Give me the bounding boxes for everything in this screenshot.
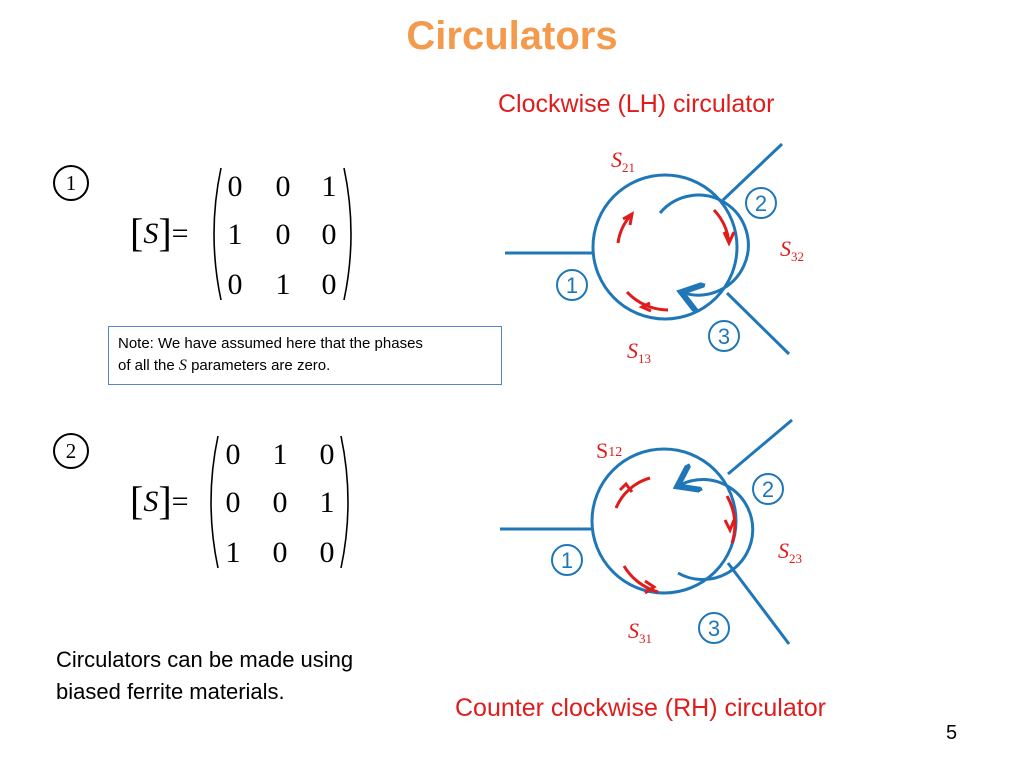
port-3-label: 3: [718, 324, 730, 349]
matrix-cell: 0: [319, 438, 335, 471]
port-3-badge: [708, 320, 740, 352]
s31-arrow-segment: [622, 565, 659, 594]
s12-arrow-segment: [614, 476, 651, 509]
matrix-cell: 0: [272, 536, 288, 569]
s-symbol: S: [143, 217, 159, 250]
ferrite-note-line-1: Circulators can be made using: [56, 647, 354, 672]
matrix-cell: 1: [227, 218, 243, 251]
circulation-arrow: [678, 480, 755, 581]
case-2-badge: 2: [53, 433, 89, 469]
port-2-label: 2: [762, 477, 774, 502]
matrix-cell: 0: [319, 536, 335, 569]
s21-label: S21: [611, 147, 635, 175]
arrowhead-icon: [618, 481, 634, 493]
s13-label: S13: [627, 338, 651, 366]
junction-circle: [591, 173, 739, 321]
port-2-line: [721, 142, 784, 202]
arrowhead-icon: [644, 579, 657, 595]
counter-clockwise-circulator-diagram: 1 2 3 S12 S23 S31: [500, 418, 802, 646]
port-2-line: [727, 418, 793, 476]
port-1-label: 1: [561, 548, 573, 573]
left-paren: [210, 435, 219, 569]
port-3-line: [726, 562, 791, 645]
matrix-cell: 1: [272, 438, 288, 471]
arrowhead-icon: [638, 301, 652, 313]
s23-label: S23: [778, 538, 802, 566]
port-3-label: 3: [708, 616, 720, 641]
s31-label: S31: [628, 618, 652, 646]
matrix-cell: 1: [321, 170, 337, 203]
arrowhead-icon: [622, 211, 635, 226]
matrix-cell: 0: [227, 170, 243, 203]
circulation-arrow: [658, 193, 750, 295]
case-1-badge: 1: [53, 165, 89, 201]
matrix-case-2: [S]= 0 1 0 0 0 1 1 0 0: [130, 428, 370, 578]
arrowhead-icon: [722, 231, 736, 247]
matrix-cell: 0: [227, 268, 243, 301]
matrix-cell: 0: [275, 218, 291, 251]
port-1-badge: [556, 269, 588, 301]
slide-title: Circulators: [406, 14, 618, 58]
clockwise-heading: Clockwise (LH) circulator: [498, 90, 775, 118]
note-line-1: Note: We have assumed here that the phas…: [118, 335, 423, 352]
note-box: Note: We have assumed here that the phas…: [108, 326, 502, 385]
left-paren: [213, 167, 222, 301]
equals-sign: =: [171, 217, 189, 250]
port-3-badge: [698, 612, 730, 644]
s32-label: S32: [780, 236, 804, 264]
s12-label: S12: [596, 438, 622, 463]
matrix-lhs: [S]=: [130, 478, 189, 523]
junction-circle: [590, 447, 738, 595]
port-3-line: [725, 291, 791, 356]
matrix-cell: 0: [321, 218, 337, 251]
s-symbol: S: [143, 485, 159, 518]
port-1-badge: [551, 544, 583, 576]
matrix-cell: 1: [275, 268, 291, 301]
note-line-2: of all the S parameters are zero.: [118, 357, 331, 374]
port-2-badge: [745, 187, 777, 219]
matrix-cell: 1: [225, 536, 241, 569]
ferrite-note-line-2: biased ferrite materials.: [56, 679, 285, 704]
port-1-label: 1: [566, 273, 578, 298]
clockwise-circulator-diagram: 1 2 3 S21 S32 S13: [505, 142, 804, 366]
matrix-cell: 0: [225, 438, 241, 471]
matrix-cell: 0: [275, 170, 291, 203]
matrix-cell: 0: [321, 268, 337, 301]
port-2-badge: [752, 473, 784, 505]
arrowhead-icon: [723, 519, 736, 534]
matrix-lhs: [S]=: [130, 210, 189, 255]
matrix-case-1: [S]= 0 0 1 1 0 0 0 1 0: [130, 160, 370, 310]
right-paren: [340, 435, 349, 569]
matrix-cell: 0: [225, 486, 241, 519]
s23-arrow-segment: [725, 495, 737, 544]
slide-number: 5: [946, 722, 958, 744]
port-2-label: 2: [755, 191, 767, 216]
s13-arrow-segment: [625, 290, 669, 312]
ferrite-note: Circulators can be made using biased fer…: [56, 644, 353, 708]
right-paren: [343, 167, 352, 301]
counter-clockwise-heading: Counter clockwise (RH) circulator: [455, 694, 826, 722]
matrix-cell: 1: [319, 486, 335, 519]
matrix-cell: 0: [272, 486, 288, 519]
equals-sign: =: [171, 485, 189, 518]
s-symbol: S: [178, 357, 187, 374]
